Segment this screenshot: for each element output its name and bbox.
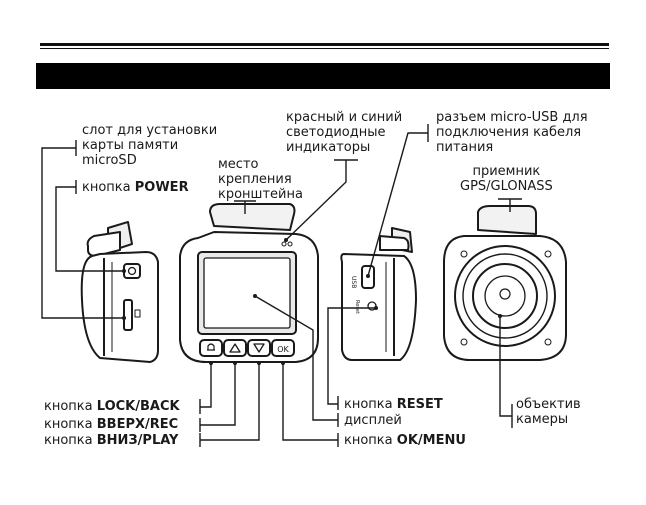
svg-text:USB: USB	[350, 276, 357, 288]
svg-text:Reset: Reset	[354, 300, 360, 314]
front-view: OK	[179, 203, 319, 363]
leader-dots	[122, 238, 502, 365]
label-lens: объектив камеры	[516, 397, 581, 427]
microsd-slot-icon	[123, 299, 133, 331]
label-reset: кнопка RESET	[344, 397, 443, 412]
top-rule-thin	[40, 48, 609, 49]
power-button-icon	[123, 263, 141, 279]
lock-back-button	[199, 339, 223, 357]
label-up-rec: кнопка ВВЕРХ/REC	[44, 417, 179, 432]
label-gps-receiver: приемник GPS/GLONASS	[460, 164, 553, 194]
svg-text:OK: OK	[277, 345, 289, 354]
label-display: дисплей	[344, 413, 402, 428]
header-bar	[36, 63, 610, 89]
label-down-play: кнопка ВНИЗ/PLAY	[44, 433, 179, 448]
label-ok-menu: кнопка OK/MENU	[344, 433, 466, 448]
down-play-button	[247, 339, 271, 357]
side-view-right: USB Reset	[340, 227, 417, 361]
label-lock-back: кнопка LOCK/BACK	[44, 399, 180, 414]
label-usb-port: разъем micro-USB для подключения кабеля …	[436, 110, 588, 155]
label-microsd-slot: слот для установки карты памяти microSD	[82, 123, 218, 168]
label-indicators: красный и синий светодиодные индикаторы	[286, 110, 403, 155]
side-view-left	[80, 221, 159, 363]
label-power-button: кнопка POWER	[82, 180, 189, 195]
label-mount-place: место крепления кронштейна	[218, 157, 303, 202]
leader-lines	[41, 124, 522, 447]
top-rule-thick	[40, 43, 609, 46]
lens-view	[443, 205, 567, 361]
display-screen	[203, 257, 291, 329]
ok-menu-button	[271, 339, 295, 357]
up-rec-button	[223, 339, 247, 357]
